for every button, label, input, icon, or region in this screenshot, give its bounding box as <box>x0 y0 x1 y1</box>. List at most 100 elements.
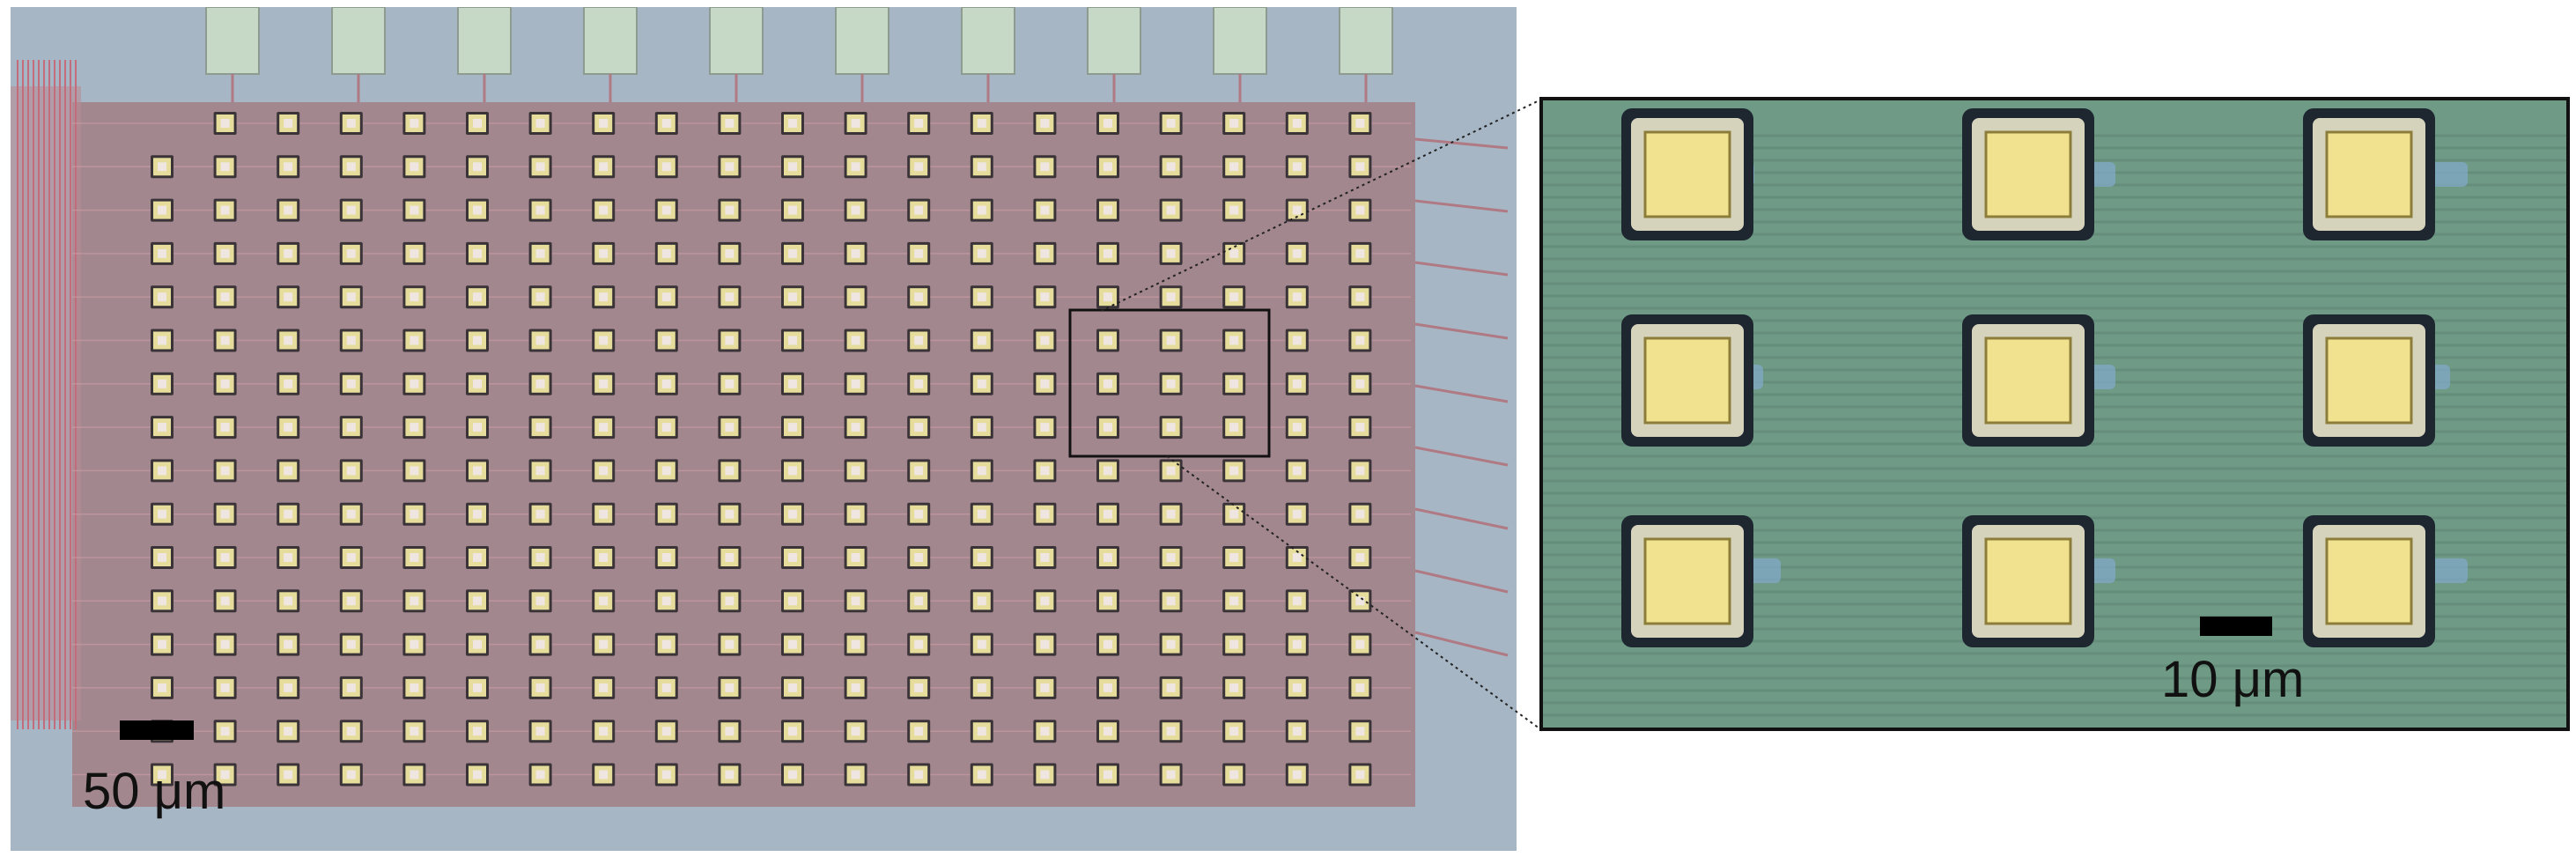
pad-center <box>1040 423 1050 432</box>
pad-center <box>1355 596 1365 606</box>
pad-center <box>661 509 671 519</box>
pad-center <box>725 596 734 606</box>
pad-center <box>1166 336 1176 345</box>
pad-center <box>1166 639 1176 649</box>
pad-center <box>788 466 797 476</box>
pad-center <box>535 248 545 258</box>
pad-center <box>473 162 482 172</box>
pad-center <box>661 379 671 388</box>
scale-label-right: 10 μm <box>2161 651 2305 708</box>
pad-center <box>473 336 482 345</box>
pad-center <box>851 119 860 128</box>
pad-center <box>914 727 924 736</box>
pad-center <box>410 683 419 692</box>
pad-center <box>725 727 734 736</box>
side-trace <box>1414 569 1509 594</box>
pad-center <box>1229 423 1239 432</box>
pad-center <box>788 639 797 649</box>
pad-center <box>220 596 230 606</box>
pad-center <box>1040 770 1050 779</box>
contact-tab <box>961 7 1015 75</box>
pad-center <box>977 119 986 128</box>
side-trace <box>1414 261 1509 277</box>
pad-center <box>1040 205 1050 215</box>
pad-center <box>473 683 482 692</box>
pad-center <box>284 336 293 345</box>
pad-center <box>1292 639 1302 649</box>
pad-center <box>914 119 924 128</box>
pad-center <box>1103 119 1112 128</box>
pad-center <box>599 770 609 779</box>
pad-center <box>220 162 230 172</box>
pad-center <box>284 596 293 606</box>
pad-center <box>284 727 293 736</box>
pad-center <box>158 336 166 345</box>
pad-center <box>1103 466 1112 476</box>
pad-center <box>1292 336 1302 345</box>
pad-center <box>1355 683 1365 692</box>
pad-center <box>410 292 419 302</box>
pad-center <box>1040 379 1050 388</box>
side-trace <box>1414 631 1509 657</box>
pad-center <box>410 379 419 388</box>
pad-center <box>1229 639 1239 649</box>
pad-center <box>1166 596 1176 606</box>
scale-bar-left <box>120 720 194 740</box>
pad-center <box>851 336 860 345</box>
pad-center <box>1040 248 1050 258</box>
pad-center <box>158 466 166 476</box>
pad-center <box>158 639 166 649</box>
pad-center <box>661 770 671 779</box>
pad-center <box>599 466 609 476</box>
pad-center <box>851 162 860 172</box>
pad-center <box>535 379 545 388</box>
contact-tab <box>205 7 260 75</box>
pad-center <box>914 639 924 649</box>
pad-center <box>661 248 671 258</box>
pad-center <box>599 727 609 736</box>
contact-tab <box>835 7 889 75</box>
pad-center <box>1229 379 1239 388</box>
pad-center <box>158 248 166 258</box>
pad-center <box>410 248 419 258</box>
pad-center <box>284 509 293 519</box>
pad-center <box>535 466 545 476</box>
pad-center <box>599 509 609 519</box>
pad-center <box>1229 466 1239 476</box>
pad-center <box>1166 423 1176 432</box>
pad-center <box>1166 466 1176 476</box>
pad-center <box>599 683 609 692</box>
pad-center <box>473 727 482 736</box>
pad-center <box>977 770 986 779</box>
pad-center <box>346 727 356 736</box>
pad-center <box>220 248 230 258</box>
pad-center <box>1166 292 1176 302</box>
pad-center <box>661 205 671 215</box>
pad-center <box>284 292 293 302</box>
contact-tab <box>583 7 638 75</box>
pad-center <box>914 423 924 432</box>
pad-center <box>977 727 986 736</box>
pad-center <box>1292 770 1302 779</box>
pad <box>1984 130 2072 218</box>
pad-center <box>851 683 860 692</box>
pad-center <box>158 553 166 562</box>
microscope-image-zoom <box>1539 97 2570 731</box>
pad-center <box>1040 119 1050 128</box>
pad-center <box>1166 553 1176 562</box>
pad-center <box>346 248 356 258</box>
pad-center <box>1355 509 1365 519</box>
pad-center <box>1229 292 1239 302</box>
pad-center <box>914 770 924 779</box>
pad-center <box>346 336 356 345</box>
pad-center <box>788 509 797 519</box>
pad-center <box>914 336 924 345</box>
pad-center <box>284 205 293 215</box>
pad-center <box>851 466 860 476</box>
pad-center <box>1103 379 1112 388</box>
pad-center <box>977 423 986 432</box>
pad-center <box>1229 162 1239 172</box>
pad-center <box>1103 423 1112 432</box>
pad-center <box>788 336 797 345</box>
pad-center <box>1292 205 1302 215</box>
